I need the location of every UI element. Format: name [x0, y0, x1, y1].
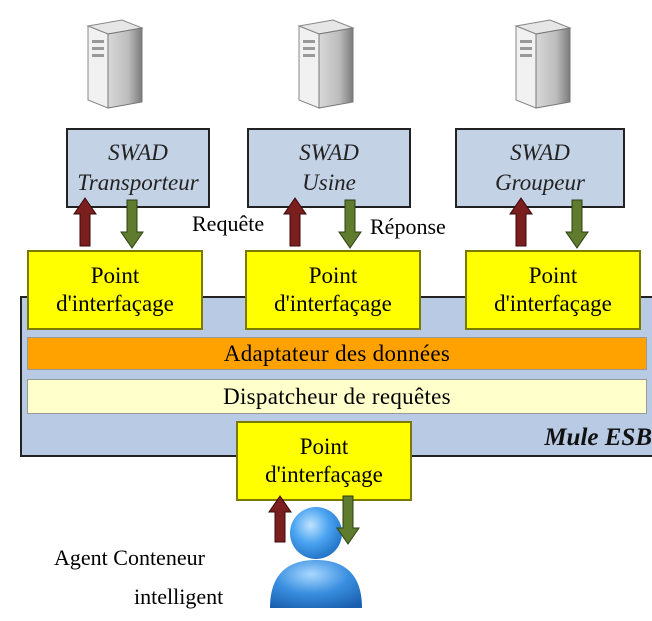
server-icon: [297, 19, 355, 109]
interface-point-label: d'interfaçage: [274, 291, 392, 316]
bus-name: Mule ESB: [544, 424, 652, 451]
data-adapter-layer: Adaptateur des données: [27, 337, 647, 370]
request-arrow-icon: [509, 197, 533, 247]
system-box-groupeur: SWAD Groupeur: [455, 128, 625, 208]
server-icon: [86, 19, 144, 109]
interface-point-label: d'interfaçage: [265, 462, 383, 487]
agent-person-icon: [270, 507, 362, 608]
interface-point-transporteur: Point d'interfaçage: [27, 250, 203, 330]
interface-point-label: d'interfaçage: [494, 291, 612, 316]
interface-point-label: Point: [299, 434, 349, 459]
system-role: Usine: [302, 170, 356, 195]
system-role: Transporteur: [77, 170, 199, 195]
system-box-transporteur: SWAD Transporteur: [66, 128, 210, 208]
request-dispatcher-layer: Dispatcheur de requêtes: [27, 379, 647, 414]
interface-point-label: Point: [308, 263, 358, 288]
response-arrow-icon: [336, 495, 360, 545]
response-arrow-icon: [120, 199, 144, 249]
response-arrow-icon: [338, 199, 362, 249]
interface-point-usine: Point d'interfaçage: [245, 250, 421, 330]
request-arrow-icon: [283, 197, 307, 247]
request-label: Requête: [192, 211, 265, 236]
interface-point-label: d'interfaçage: [56, 291, 174, 316]
server-icon: [514, 19, 572, 109]
system-name: SWAD: [299, 140, 359, 165]
response-label: Réponse: [370, 214, 446, 239]
system-role: Groupeur: [495, 170, 585, 195]
interface-point-agent: Point d'interfaçage: [236, 421, 412, 501]
response-arrow-icon: [565, 199, 589, 249]
agent-label-line2: intelligent: [134, 584, 224, 609]
request-arrow-icon: [268, 495, 292, 543]
system-name: SWAD: [108, 140, 168, 165]
system-name: SWAD: [510, 140, 570, 165]
interface-point-groupeur: Point d'interfaçage: [465, 250, 641, 330]
agent-label-line1: Agent Conteneur: [54, 545, 205, 570]
system-box-usine: SWAD Usine: [247, 128, 411, 208]
interface-point-label: Point: [528, 263, 578, 288]
request-arrow-icon: [73, 197, 97, 247]
interface-point-label: Point: [90, 263, 140, 288]
